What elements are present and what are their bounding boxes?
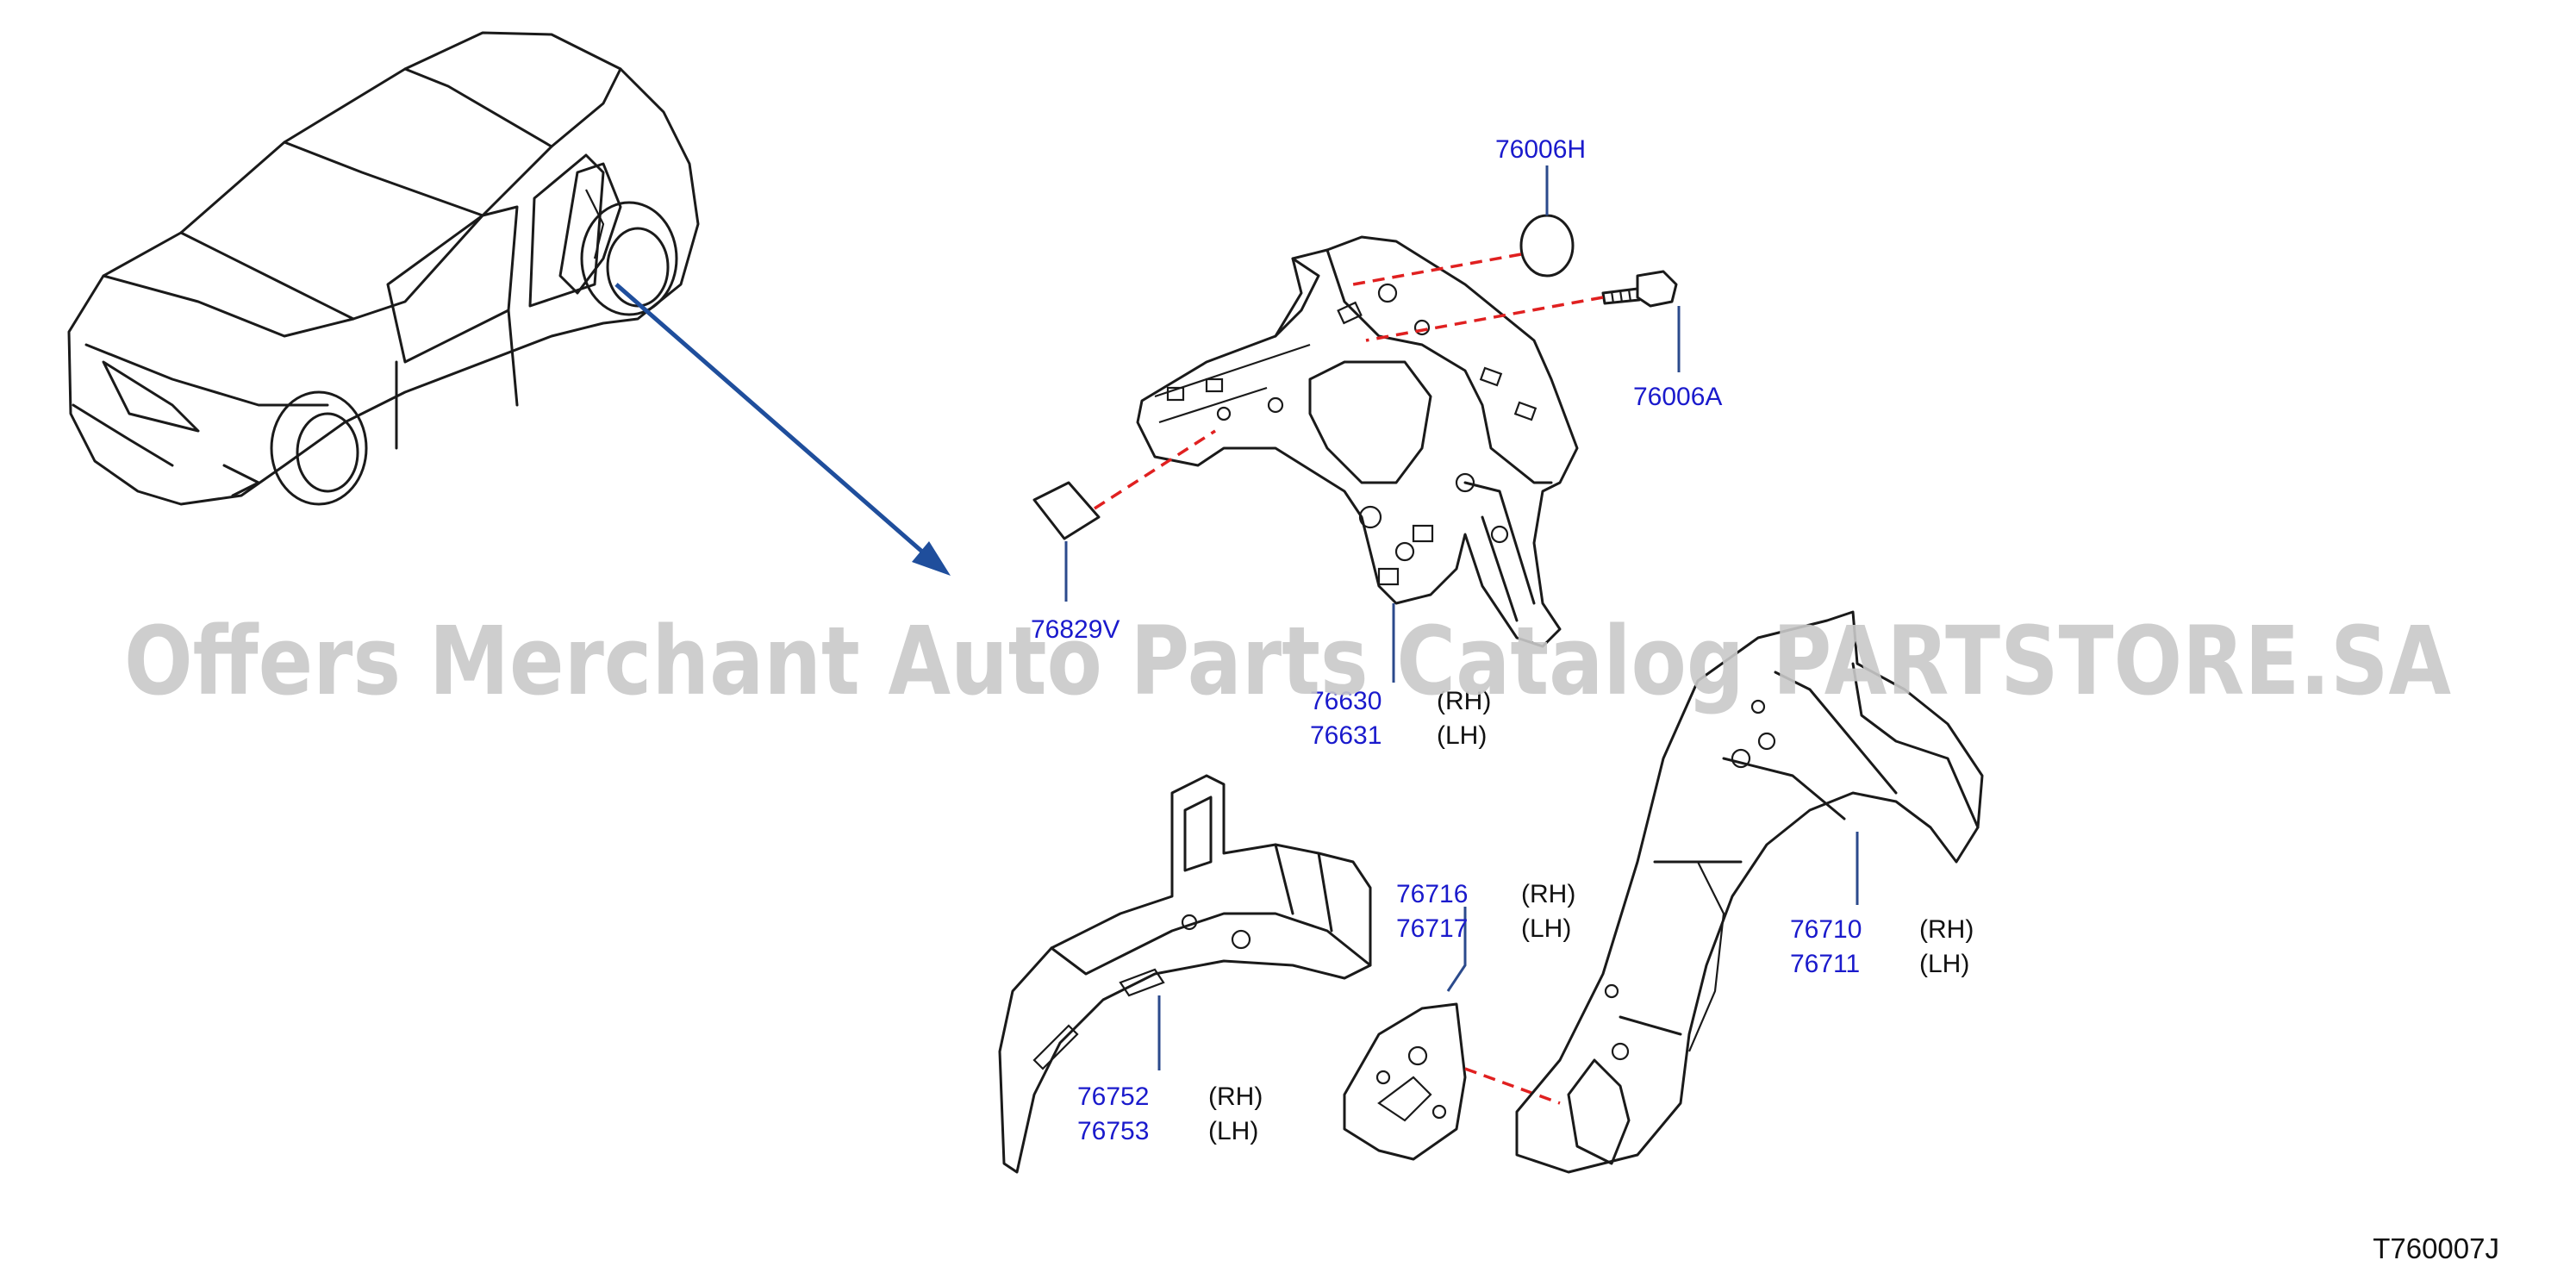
rear-pillar-inner-panel bbox=[1136, 235, 1579, 648]
callout-76006h: 76006H bbox=[1495, 135, 1586, 164]
guide-line-plug bbox=[1352, 253, 1522, 286]
plug-cap bbox=[1519, 214, 1575, 278]
guide-line-bracket bbox=[1464, 1067, 1561, 1105]
callout-76631-side: (LH) bbox=[1437, 721, 1487, 750]
callout-76752-side: (RH) bbox=[1208, 1082, 1263, 1111]
callout-76716: 76716 bbox=[1396, 880, 1468, 908]
callout-76630-side: (RH) bbox=[1437, 687, 1491, 715]
callout-76716-side: (RH) bbox=[1521, 880, 1575, 908]
callout-76711-side: (LH) bbox=[1919, 950, 1969, 978]
callout-76829v: 76829V bbox=[1031, 615, 1120, 644]
callout-76753: 76753 bbox=[1077, 1117, 1149, 1145]
pointer-arrow bbox=[614, 283, 951, 576]
callout-76717-side: (LH) bbox=[1521, 914, 1571, 943]
wheel-housing-inner-front bbox=[998, 774, 1372, 1174]
callout-76710-side: (RH) bbox=[1919, 915, 1974, 944]
diagram-code: T760007J bbox=[2373, 1232, 2499, 1264]
callout-76711: 76711 bbox=[1790, 950, 1860, 978]
callout-76753-side: (LH) bbox=[1208, 1117, 1258, 1145]
wheel-housing-outer bbox=[1515, 610, 1984, 1174]
callout-76006a: 76006A bbox=[1633, 383, 1722, 411]
guide-line-patch bbox=[1094, 429, 1216, 510]
leader-76716 bbox=[1446, 907, 1467, 992]
callout-76752: 76752 bbox=[1077, 1082, 1149, 1111]
callout-76710: 76710 bbox=[1790, 915, 1862, 944]
callout-76717: 76717 bbox=[1396, 914, 1468, 943]
callout-76630: 76630 bbox=[1310, 687, 1382, 715]
wheel-housing-bracket bbox=[1343, 1002, 1467, 1161]
callout-76631: 76631 bbox=[1310, 721, 1382, 750]
vehicle-overview bbox=[67, 31, 700, 506]
watermark: Offers Merchant Auto Parts Catalog PARTS… bbox=[124, 606, 2451, 716]
guide-line-bolt bbox=[1365, 296, 1604, 342]
bolt bbox=[1601, 270, 1678, 308]
seal-patch bbox=[1032, 481, 1101, 540]
